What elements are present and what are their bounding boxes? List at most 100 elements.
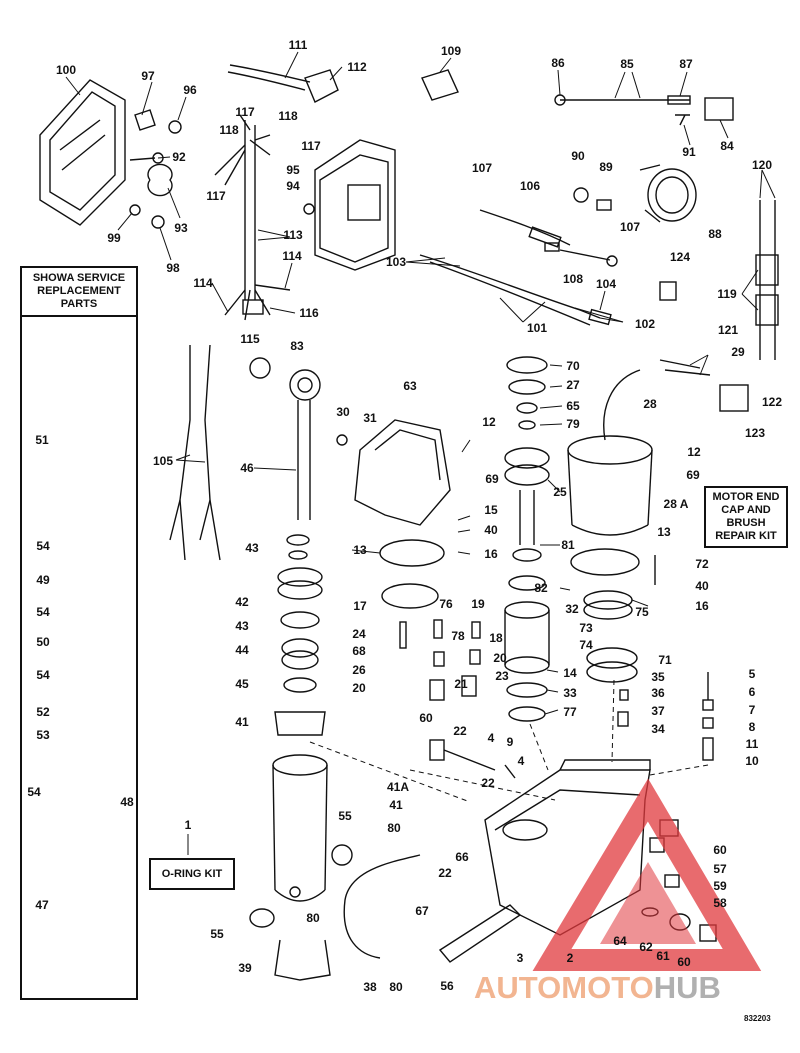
callout-70: 70 bbox=[566, 359, 580, 373]
callout-86: 86 bbox=[551, 56, 565, 70]
gauge-88 bbox=[647, 168, 697, 222]
rod-eye-46 bbox=[289, 369, 321, 401]
callout-20-right: 20 bbox=[493, 651, 507, 665]
callout-119: 119 bbox=[717, 287, 737, 301]
reservoir-14 bbox=[504, 601, 550, 619]
callout-37: 37 bbox=[651, 704, 665, 718]
callout-98: 98 bbox=[166, 261, 180, 275]
callout-47: 47 bbox=[35, 898, 49, 912]
callout-44: 44 bbox=[235, 643, 249, 657]
callout-9: 9 bbox=[506, 735, 514, 749]
callout-117-left: 117 bbox=[206, 189, 226, 203]
callout-112: 112 bbox=[347, 60, 367, 74]
callout-118-right: 118 bbox=[278, 109, 298, 123]
seal-65 bbox=[516, 402, 538, 414]
clip-97 bbox=[134, 109, 156, 131]
oring-79 bbox=[518, 420, 536, 430]
callout-43-top: 43 bbox=[245, 541, 259, 555]
callout-1: 1 bbox=[184, 818, 192, 832]
wire-107 bbox=[559, 249, 611, 261]
callout-55-top: 55 bbox=[338, 809, 352, 823]
callout-66: 66 bbox=[455, 850, 469, 864]
callout-22-top: 22 bbox=[453, 724, 467, 738]
callout-25: 25 bbox=[553, 485, 567, 499]
callout-17: 17 bbox=[353, 599, 367, 613]
callout-54-d: 54 bbox=[27, 785, 41, 799]
callout-16-right: 16 bbox=[695, 599, 709, 613]
callout-95: 95 bbox=[286, 163, 300, 177]
junction-box-100 bbox=[39, 79, 126, 226]
callout-15: 15 bbox=[484, 503, 498, 517]
clamp-83 bbox=[249, 357, 271, 379]
motor-28 bbox=[567, 435, 653, 465]
cover-63 bbox=[354, 419, 451, 526]
callout-69-left: 69 bbox=[485, 472, 499, 486]
callout-14: 14 bbox=[563, 666, 577, 680]
callout-4-left: 4 bbox=[487, 731, 495, 745]
callout-2: 2 bbox=[566, 951, 574, 965]
oring-13a bbox=[379, 539, 445, 567]
oring-27 bbox=[508, 379, 546, 395]
callout-13-right: 13 bbox=[657, 525, 671, 539]
callout-104: 104 bbox=[595, 277, 617, 291]
callout-50: 50 bbox=[36, 635, 50, 649]
pin-9 bbox=[443, 749, 496, 771]
callout-115: 115 bbox=[240, 332, 260, 346]
callout-54-b: 54 bbox=[36, 605, 50, 619]
callout-121: 121 bbox=[717, 323, 739, 337]
callout-41-right: 41 bbox=[389, 798, 403, 812]
callout-109: 109 bbox=[440, 44, 462, 58]
callout-64: 64 bbox=[613, 934, 627, 948]
callout-113: 113 bbox=[283, 228, 303, 242]
boot-102 bbox=[588, 308, 612, 326]
oring-kit-label: O-RING KIT bbox=[149, 858, 235, 890]
callout-12-right: 12 bbox=[687, 445, 701, 459]
callout-117-top: 117 bbox=[235, 105, 255, 119]
callout-85: 85 bbox=[620, 57, 634, 71]
pin-56 bbox=[438, 904, 522, 963]
spring-76 bbox=[433, 619, 443, 639]
callout-57: 57 bbox=[713, 862, 727, 876]
callout-103: 103 bbox=[385, 255, 407, 269]
callout-32: 32 bbox=[565, 602, 579, 616]
pump-71 bbox=[586, 647, 638, 669]
clamp-93 bbox=[147, 163, 173, 197]
callout-71: 71 bbox=[658, 653, 672, 667]
watermark-text-part1: AUTOMOTO bbox=[474, 970, 654, 1005]
callout-18: 18 bbox=[489, 631, 503, 645]
callout-124: 124 bbox=[669, 250, 691, 264]
callout-82: 82 bbox=[534, 581, 548, 595]
callout-106: 106 bbox=[519, 179, 541, 193]
callout-97: 97 bbox=[141, 69, 155, 83]
motor-lead bbox=[603, 369, 641, 441]
screw-96 bbox=[168, 120, 182, 134]
oring-45 bbox=[283, 677, 317, 693]
callout-99: 99 bbox=[107, 231, 121, 245]
screw-98 bbox=[151, 215, 165, 229]
callout-105: 105 bbox=[152, 454, 174, 468]
callout-12-left: 12 bbox=[482, 415, 496, 429]
callout-108: 108 bbox=[562, 272, 584, 286]
callout-56: 56 bbox=[440, 979, 454, 993]
callout-39: 39 bbox=[238, 961, 252, 975]
leader-lines bbox=[54, 51, 776, 911]
callout-88: 88 bbox=[708, 227, 722, 241]
callout-61: 61 bbox=[656, 949, 670, 963]
callout-36: 36 bbox=[651, 686, 665, 700]
callout-6: 6 bbox=[748, 685, 756, 699]
callout-46: 46 bbox=[240, 461, 254, 475]
diagram-code: 832203 bbox=[744, 1014, 771, 1023]
callout-81: 81 bbox=[561, 538, 575, 552]
callout-72: 72 bbox=[695, 557, 709, 571]
callout-68: 68 bbox=[352, 644, 366, 658]
plug-112 bbox=[304, 69, 339, 103]
callout-21: 21 bbox=[454, 677, 468, 691]
callout-111: 111 bbox=[288, 38, 308, 52]
connector-116 bbox=[242, 299, 264, 315]
tube-39 bbox=[274, 939, 331, 981]
callout-20-left: 20 bbox=[352, 681, 366, 695]
callout-80-bottom: 80 bbox=[389, 980, 403, 994]
callout-51: 51 bbox=[35, 433, 49, 447]
screw-92 bbox=[129, 157, 156, 161]
